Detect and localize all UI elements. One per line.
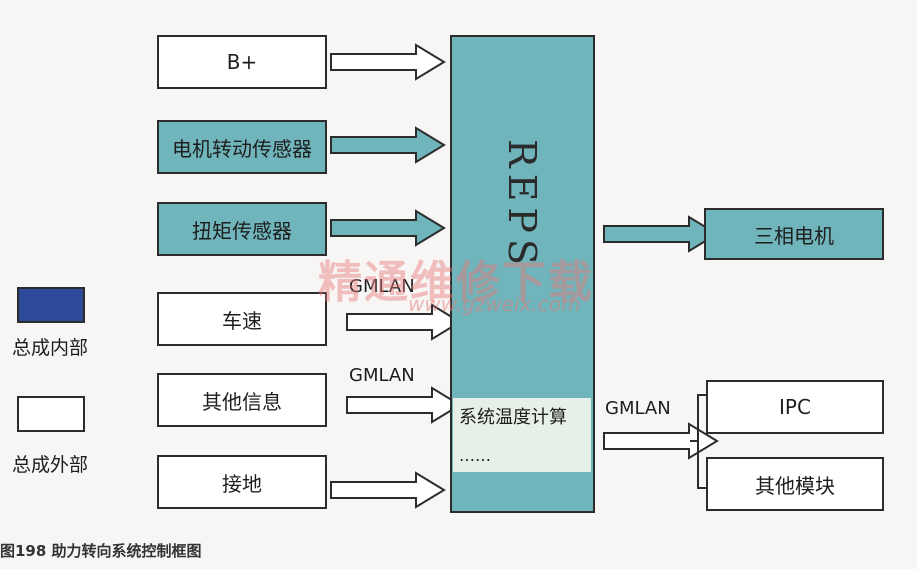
figure-caption: 图198 助力转向系统控制框图 [0,542,202,560]
other-info-box: 其他信息 [157,373,327,427]
reps-title: REPS [500,139,544,271]
legend-internal-swatch [17,287,85,323]
ipc-label: IPC [779,395,811,419]
legend-external-label: 总成外部 [12,454,89,476]
ground-box: 接地 [157,455,327,509]
arrow-motor-out [603,216,718,252]
b-plus-box: B+ [157,35,327,89]
gmlan-speed-label: GMLAN [349,276,415,297]
torque-sensor-box: 扭矩传感器 [157,202,327,256]
arrow-motor-sensor [330,127,445,163]
torque-sensor-label: 扭矩传感器 [192,218,292,243]
watermark-text: 精通维修下载 [318,257,594,308]
gmlan-output-label: GMLAN [605,398,671,419]
temp-calc-ellipsis: …… [459,446,491,465]
three-phase-motor-box: 三相电机 [704,208,884,260]
other-modules-label: 其他模块 [755,473,835,498]
arrow-other-info [346,387,461,423]
b-plus-label: B+ [226,50,258,74]
arrow-ground [330,472,445,508]
vehicle-speed-box: 车速 [157,292,327,346]
vehicle-speed-label: 车速 [222,308,262,333]
legend-external-swatch [17,396,85,432]
motor-sensor-label: 电机转动传感器 [172,136,312,161]
watermark-url: www.gzweix.com [408,292,581,316]
arrow-bus-out [603,423,718,459]
arrow-torque-sensor [330,210,445,246]
ipc-box: IPC [706,380,884,434]
motor-sensor-box: 电机转动传感器 [157,120,327,174]
three-phase-motor-label: 三相电机 [754,223,834,248]
bracket-connector [690,394,706,489]
other-info-label: 其他信息 [202,389,282,414]
legend-internal-label: 总成内部 [12,337,89,359]
gmlan-other-label: GMLAN [349,365,415,386]
temp-calc-label: 系统温度计算 [459,407,567,428]
temp-calc-box [453,398,591,472]
other-modules-box: 其他模块 [706,457,884,511]
arrow-b-plus [330,44,445,80]
ground-label: 接地 [222,471,262,496]
